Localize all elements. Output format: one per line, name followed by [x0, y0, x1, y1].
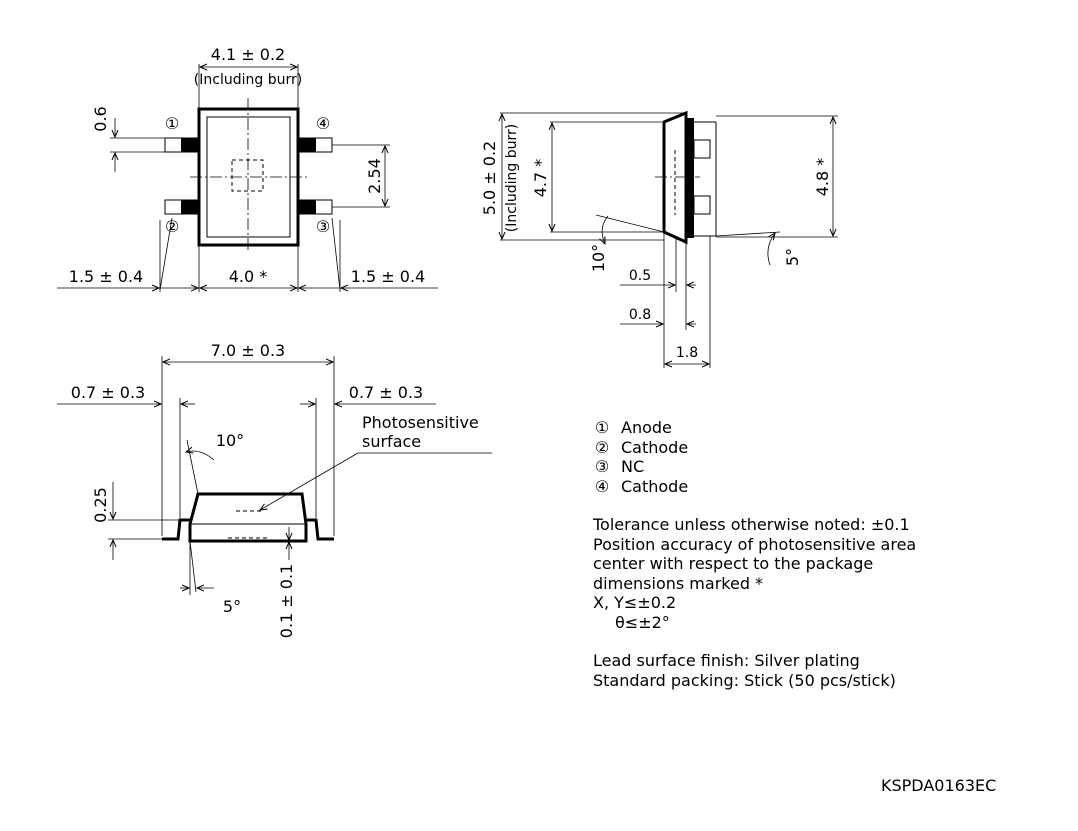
dim-left-lead: 1.5 ± 0.4 [69, 267, 143, 286]
pin-legend-row: ③ NC [593, 457, 916, 477]
pin-legend-row: ② Cathode [593, 438, 916, 458]
drawing-id: KSPDA0163EC [881, 776, 997, 795]
accuracy-note-2: center with respect to the package [593, 554, 874, 573]
photosensitive-label-1: Photosensitive [362, 413, 479, 432]
dim-4-8: 4.8 * [813, 158, 832, 197]
dim-0-8: 0.8 [629, 307, 651, 323]
top-view: 4.1 ± 0.2 (Including burr) 0.6 2.54 ① ② … [57, 45, 438, 292]
dim-4-1-note: (Including burr) [194, 72, 302, 88]
pin-legend-row: ① Anode [593, 418, 916, 438]
dim-2-54: 2.54 [365, 158, 384, 194]
dim-right-lead: 1.5 ± 0.4 [351, 267, 425, 286]
pin-1-label: ① [165, 114, 179, 133]
xy-accuracy: X, Y≤±0.2 [593, 593, 677, 612]
front-view: 7.0 ± 0.3 0.7 ± 0.3 0.7 ± 0.3 10° Photos… [57, 341, 492, 638]
dim-0-25: 0.25 [91, 487, 110, 523]
front-lead-right [306, 518, 334, 541]
pin-3-label: ③ [316, 217, 330, 236]
pin-legend-name: Anode [621, 418, 672, 437]
notes-block: ① Anode ② Cathode ③ NC ④ Cathode Tolerance u… [593, 418, 916, 690]
accuracy-note-3: dimensions marked * [593, 573, 764, 593]
pin-legend-name: Cathode [621, 476, 689, 496]
packing-note: Standard packing: Stick (50 pcs/stick) [593, 670, 896, 690]
pin-legend-num: ① [594, 418, 610, 437]
dim-4-0: 4.0 * [229, 267, 268, 286]
pin-legend-name: Cathode [621, 437, 689, 457]
pin-2-label: ② [165, 217, 179, 236]
angle-5-side: 5° [783, 248, 802, 266]
dim-0-7-right: 0.7 ± 0.3 [349, 383, 423, 402]
lead-finish-note: Lead surface finish: Silver plating [593, 651, 860, 670]
pin-legend-num: ② [594, 437, 610, 457]
theta-accuracy: θ≤±2° [615, 612, 670, 632]
side-view: 5.0 ± 0.2 (Including burr) 4.7 * 4.8 * 1… [480, 110, 838, 368]
dim-0-6: 0.6 [91, 106, 110, 131]
angle-10-side: 10° [589, 244, 608, 272]
lead-3-fill [298, 200, 316, 214]
angle-5-front: 5° [223, 597, 241, 616]
dim-5-0: 5.0 ± 0.2 [480, 141, 499, 215]
lead-1-fill [181, 138, 199, 152]
dim-0-7-left: 0.7 ± 0.3 [71, 383, 145, 402]
top-photosensitive-area [231, 159, 264, 192]
photosensitive-label-2: surface [362, 432, 421, 451]
side-leadframe [686, 118, 694, 238]
dim-7-0: 7.0 ± 0.3 [211, 341, 285, 360]
dim-0-5: 0.5 [629, 268, 651, 284]
pin-legend-row: ④ Cathode [593, 477, 916, 497]
angle-10-front: 10° [216, 431, 244, 450]
pin-4-label: ④ [316, 114, 330, 133]
dim-1-8: 1.8 [676, 345, 698, 361]
dim-0-1: 0.1 ± 0.1 [277, 564, 296, 638]
tolerance-note: Tolerance unless otherwise noted: ±0.1 [593, 515, 910, 534]
front-lead-left [162, 518, 190, 541]
dim-5-0-note: (Including burr) [504, 124, 520, 232]
pin-legend-name: NC [621, 457, 645, 476]
dim-4-7: 4.7 * [531, 159, 550, 198]
lead-2-fill [181, 200, 199, 214]
side-body [662, 110, 688, 245]
pin-legend-num: ④ [594, 476, 610, 496]
lead-4-fill [298, 138, 316, 152]
pin-legend-num: ③ [594, 457, 610, 476]
dim-4-1: 4.1 ± 0.2 [211, 45, 285, 64]
accuracy-note-1: Position accuracy of photosensitive area [593, 534, 917, 554]
